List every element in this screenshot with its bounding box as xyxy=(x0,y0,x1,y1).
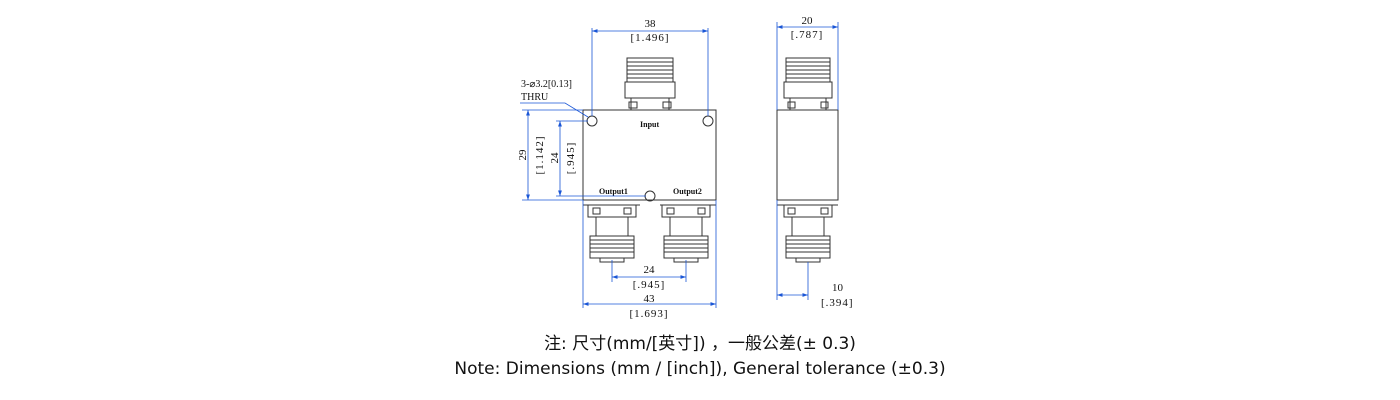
side-dimensions xyxy=(776,22,839,300)
note-chinese: 注: 尺寸(mm/[英寸]) ，一般公差(± 0.3) xyxy=(544,334,856,354)
dim-port-spacing-inch: [.945] xyxy=(633,279,666,291)
technical-drawing: Input Output1 Output2 38 [1.496] 3-⌀3.2[… xyxy=(517,15,854,320)
output1-connector xyxy=(583,204,640,263)
port-label-output1: Output1 xyxy=(599,187,628,196)
input-connector xyxy=(622,57,678,111)
front-view xyxy=(582,57,717,263)
dim-height-outer: 29 xyxy=(517,149,529,161)
output2-connector xyxy=(660,204,716,263)
dim-height-inner-inch: [.945] xyxy=(565,142,577,175)
dim-side-width: 20 xyxy=(802,15,814,27)
dimension-notes: 注: 尺寸(mm/[英寸]) ，一般公差(± 0.3) Note: Dimens… xyxy=(0,332,1400,382)
hole-note-thru: THRU xyxy=(521,92,549,103)
dim-side-offset-inch: [.394] xyxy=(821,297,854,309)
side-view xyxy=(776,57,839,263)
dim-top-width-inch: [1.496] xyxy=(630,32,669,44)
note-english: Note: Dimensions (mm / [inch]), General … xyxy=(454,359,946,379)
side-body xyxy=(776,109,839,201)
port-label-input: Input xyxy=(640,120,659,129)
dim-height-inner: 24 xyxy=(549,152,561,164)
dim-overall-width: 43 xyxy=(644,293,656,305)
front-dimensions xyxy=(520,28,717,308)
dim-side-width-inch: [.787] xyxy=(791,29,824,41)
dim-side-offset: 10 xyxy=(832,282,844,294)
dim-port-spacing: 24 xyxy=(644,264,656,276)
hole-note: 3-⌀3.2[0.13] xyxy=(521,79,572,90)
dim-top-width: 38 xyxy=(645,18,657,30)
dim-overall-width-inch: [1.693] xyxy=(629,308,668,320)
splitter-body xyxy=(582,109,717,201)
port-label-output2: Output2 xyxy=(673,187,702,196)
dim-height-outer-inch: [1.142] xyxy=(534,135,546,174)
